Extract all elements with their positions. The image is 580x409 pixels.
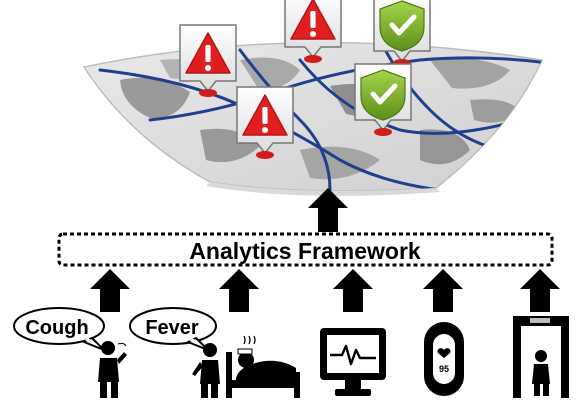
- standing-person-icon: [192, 343, 220, 398]
- arrows: [90, 188, 560, 312]
- arrow-fever-to-framework: [219, 269, 259, 312]
- arrow-framework-to-map: [308, 188, 348, 232]
- outbreak-map: [82, 41, 544, 196]
- arrow-monitor-to-framework: [333, 269, 373, 312]
- arrow-cough-to-framework: [90, 269, 130, 312]
- analytics-framework-label: Analytics Framework: [189, 238, 421, 264]
- fever-label: Fever: [145, 317, 199, 339]
- body-scanner-icon: [513, 316, 569, 398]
- cough-source: Cough: [13, 307, 127, 398]
- analytics-framework-box: Analytics Framework: [57, 232, 554, 267]
- arrow-wearable-to-framework: [423, 269, 463, 312]
- fitness-band-icon: 95: [424, 322, 464, 396]
- sick-person-in-bed-icon: [226, 335, 300, 398]
- fever-speech-bubble: Fever: [129, 307, 217, 351]
- cough-speech-bubble: Cough: [13, 307, 105, 351]
- fever-source: Fever: [129, 307, 300, 398]
- cough-label: Cough: [25, 317, 88, 339]
- coughing-person-icon: [98, 341, 127, 398]
- ecg-monitor-icon: [320, 328, 386, 396]
- arrow-scanner-to-framework: [520, 269, 560, 312]
- wearable-reading: 95: [439, 364, 449, 374]
